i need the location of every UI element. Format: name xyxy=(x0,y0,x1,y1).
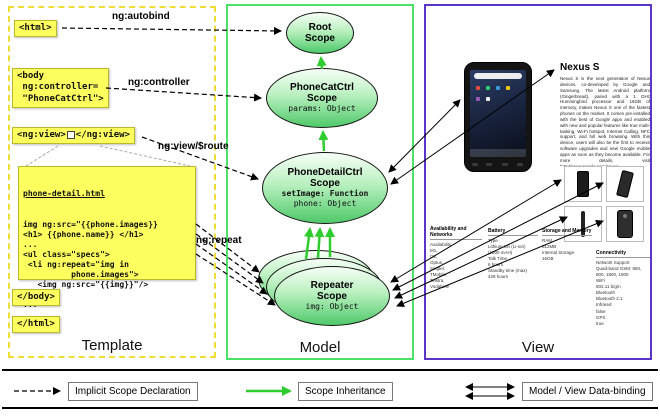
legend-scope-inheritance: Scope Inheritance xyxy=(298,382,393,401)
spec-storage-body: RAM 512MB Internal Storage 16GB xyxy=(542,238,575,262)
repeater-scope-title: Repeater Scope xyxy=(310,279,354,302)
model-panel-label: Model xyxy=(299,339,341,356)
phone-screen xyxy=(470,70,526,157)
phone-app-icon xyxy=(476,86,480,90)
code-body-close: </body> xyxy=(12,289,60,307)
phonedetailctrl-scope: PhoneDetailCtrl Scope setImage: Function… xyxy=(262,152,388,224)
phone-dock xyxy=(470,149,526,157)
phone-description: Nexus S is the next generation of Nexus … xyxy=(560,76,650,166)
legend-top-rule xyxy=(2,369,658,371)
phonecatctrl-scope: PhoneCatCtrl Scope params: Object xyxy=(266,68,378,128)
template-panel: Template xyxy=(8,6,216,358)
spec-availability-body: Availability M1, O2, Optus, Singtel, TMo… xyxy=(430,242,452,290)
phonedetailctrl-scope-title: PhoneDetailCtrl Scope xyxy=(287,166,363,189)
repeater-scope: Repeater Scope img: Object xyxy=(274,266,390,326)
view-panel: View Nexus S Nexus S is the next generat… xyxy=(424,4,652,360)
legend-bottom-rule xyxy=(2,407,658,409)
legend-implicit-scope: Implicit Scope Declaration xyxy=(68,382,198,401)
spec-connectivity: Connectivity Network Support Quad-band G… xyxy=(596,250,650,327)
code-phone-detail-title: phone-detail.html xyxy=(23,189,105,198)
spec-battery-body: Type Lithium Ion (Li-Ion) (1500 mAH) Tal… xyxy=(488,238,528,280)
label-ng-repeat: ng:repeat xyxy=(196,235,242,246)
code-ngview: <ng:view> </ng:view> xyxy=(12,127,135,145)
legend-data-binding: Model / View Data-binding xyxy=(522,382,653,401)
phone-app-icon xyxy=(496,86,500,90)
phone-app-icon xyxy=(486,86,490,90)
label-ng-autobind: ng:autobind xyxy=(112,11,170,22)
code-ngview-open: <ng:view> xyxy=(17,130,66,140)
spec-storage-header: Storage and Memory xyxy=(542,228,592,236)
phonecatctrl-scope-title: PhoneCatCtrl Scope xyxy=(290,81,354,104)
code-html-close: </html> xyxy=(12,316,60,334)
phonedetailctrl-scope-prop-phone: phone: Object xyxy=(293,199,357,209)
phone-title: Nexus S xyxy=(560,62,600,73)
phonecatctrl-scope-prop: params: Object xyxy=(288,104,356,114)
phone-front-thumb-icon xyxy=(577,171,589,197)
thumbnail xyxy=(606,206,644,242)
phone-softkey xyxy=(502,163,508,166)
spec-storage: Storage and Memory RAM 512MB Internal St… xyxy=(542,228,592,262)
spec-availability: Availability and Networks Availability M… xyxy=(430,226,482,291)
view-panel-label: View xyxy=(521,339,555,356)
phone-softkey xyxy=(517,163,523,166)
template-panel-label: Template xyxy=(81,337,143,354)
spec-battery-header: Battery xyxy=(488,228,538,236)
phone-app-icon xyxy=(476,97,480,101)
phone-image xyxy=(464,62,532,172)
phone-back-thumb-icon xyxy=(617,210,633,238)
label-ng-view-route: ng:view/$route xyxy=(158,141,229,152)
repeater-scope-prop: img: Object xyxy=(305,302,359,312)
phone-app-icon xyxy=(506,86,510,90)
label-ng-controller: ng:controller xyxy=(128,77,190,88)
phone-app-icon xyxy=(486,97,490,101)
spec-battery: Battery Type Lithium Ion (Li-Ion) (1500 … xyxy=(488,228,538,280)
phonedetailctrl-scope-prop-setimage: setImage: Function xyxy=(281,189,369,199)
spec-availability-header: Availability and Networks xyxy=(430,226,482,240)
root-scope-title: Root Scope xyxy=(304,21,335,44)
code-html-open: <html> xyxy=(14,20,57,38)
spec-connectivity-header: Connectivity xyxy=(596,250,650,258)
root-scope: Root Scope xyxy=(286,12,354,54)
thumbnail xyxy=(606,166,644,202)
phone-search-bar xyxy=(474,73,522,79)
spec-connectivity-body: Network Support Quad-band GSM: 850, 900,… xyxy=(596,260,642,326)
thumbnail xyxy=(564,166,602,202)
phone-angled-thumb-icon xyxy=(616,169,634,199)
code-body-open: <body ng:controller= "PhoneCatCtrl"> xyxy=(12,68,109,108)
phone-softkey xyxy=(486,163,492,166)
code-phone-detail: phone-detail.html img ng:src="{{phone.im… xyxy=(18,166,196,309)
ngview-placeholder-box xyxy=(66,130,75,139)
code-ngview-close: </ng:view> xyxy=(75,130,130,140)
phone-softkey xyxy=(472,163,478,166)
